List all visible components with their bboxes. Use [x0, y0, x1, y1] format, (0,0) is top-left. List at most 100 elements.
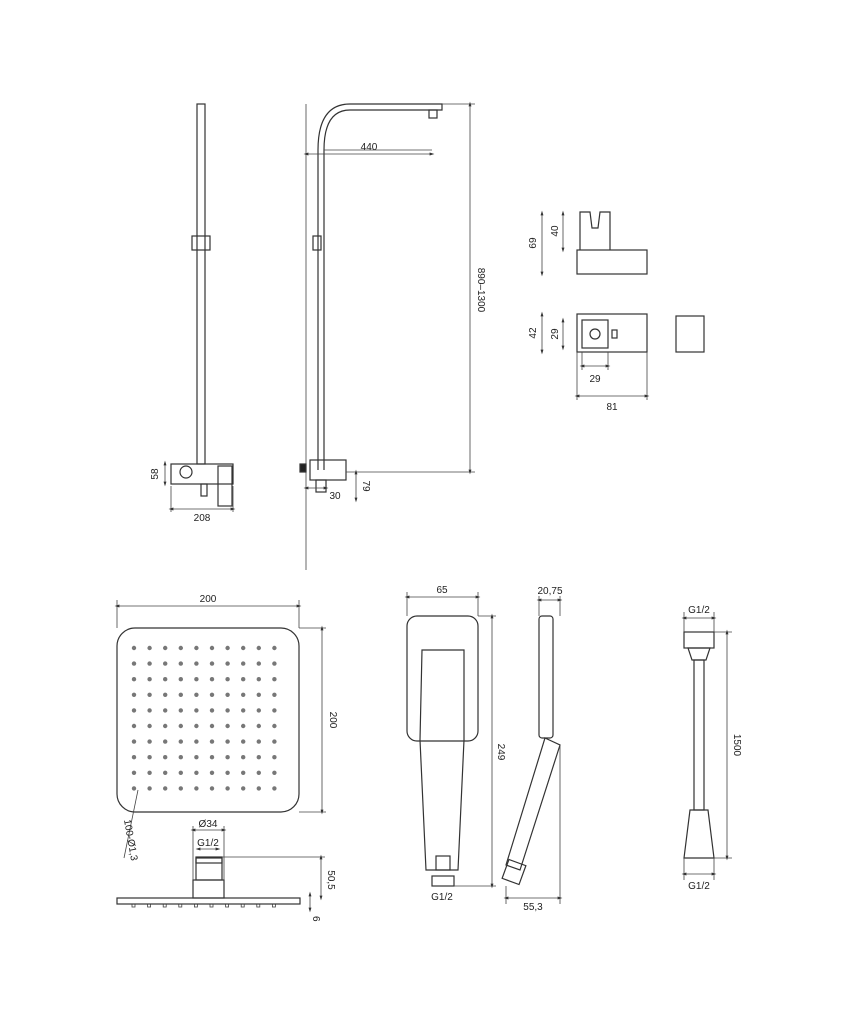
dim-hand-depth: 55,3: [523, 902, 543, 913]
nozzle-dot: [256, 786, 261, 791]
column-front-view: 58 208: [150, 103, 236, 524]
nozzle-dot: [225, 677, 230, 682]
hand-shower-side: 20,75 55,3: [501, 586, 563, 913]
dim-head-connector-height: 50,5: [325, 870, 336, 890]
nozzle-dot: [194, 755, 199, 760]
nozzle-dot: [147, 786, 152, 791]
label-nozzles: 100-Ø1,3: [121, 819, 139, 862]
nozzle-dot: [147, 677, 152, 682]
nozzle-dot: [272, 770, 277, 775]
nozzle-dot: [131, 708, 137, 713]
nozzle-dot: [209, 755, 215, 760]
dim-mixer-height: 58: [150, 468, 161, 480]
nozzle-dot: [272, 645, 277, 651]
dim-hand-thread: G1/2: [431, 892, 453, 903]
dim-holder-height: 69: [528, 237, 539, 249]
dim-bracket-inner: 29: [550, 328, 561, 340]
dim-head-thickness: 6: [310, 916, 321, 922]
nozzle-dot: [178, 786, 183, 791]
nozzle-dot: [163, 645, 168, 651]
nozzle-dot: [209, 739, 215, 744]
nozzle-dot: [163, 755, 168, 760]
nozzle-dot: [225, 739, 230, 744]
nozzle-dot: [256, 739, 261, 744]
nozzle-dot: [241, 708, 246, 713]
nozzle-dot: [163, 739, 168, 744]
head-shower: 200 200 100-Ø1,3 Ø34 G1/2 50,5 6: [114, 594, 338, 922]
nozzle-dot: [272, 739, 277, 744]
nozzle-dot: [272, 692, 277, 697]
nozzle-dot: [241, 786, 246, 791]
nozzle-dot: [178, 708, 183, 713]
nozzle-dot: [131, 755, 137, 760]
nozzle-dot: [272, 708, 277, 713]
nozzle-dot: [178, 645, 183, 651]
nozzle-dot: [194, 723, 199, 729]
nozzle-dot: [241, 677, 246, 682]
nozzle-dot: [194, 661, 199, 666]
dim-hand-head-depth: 20,75: [537, 586, 562, 597]
nozzle-dot: [178, 661, 183, 666]
nozzle-dot: [272, 723, 277, 729]
nozzle-dot: [131, 677, 137, 682]
nozzle-dot: [256, 723, 261, 729]
dim-head-thread: G1/2: [197, 838, 219, 849]
dim-bracket-width: 81: [606, 402, 618, 413]
nozzle-dot: [131, 770, 137, 775]
nozzle-dot: [147, 645, 152, 651]
nozzle-dot: [256, 755, 261, 760]
nozzle-dot: [225, 786, 230, 791]
nozzle-dot: [225, 770, 230, 775]
nozzle-dot: [209, 770, 215, 775]
nozzle-dot: [178, 677, 183, 682]
dim-bracket-inner-width: 29: [589, 374, 601, 385]
dim-head-width: 200: [200, 594, 217, 605]
nozzle-dot: [225, 645, 230, 651]
nozzle-dot: [131, 692, 137, 697]
nozzle-dot: [256, 677, 261, 682]
dim-height-range: 890–1300: [475, 268, 486, 313]
nozzle-dot: [241, 770, 246, 775]
nozzle-dot: [131, 661, 137, 666]
nozzle-dot: [147, 708, 152, 713]
column-side-view: 440 890–1300 30 79: [299, 101, 486, 570]
nozzle-dot: [147, 723, 152, 729]
shower-hose: G1/2 1500 G1/2: [681, 605, 742, 892]
nozzle-dot: [256, 661, 261, 666]
dim-hose-length: 1500: [731, 734, 742, 757]
nozzle-dot: [131, 645, 137, 651]
nozzle-dot: [272, 786, 277, 791]
nozzle-dot: [194, 677, 199, 682]
nozzle-dot: [178, 723, 183, 729]
dim-hand-length: 249: [495, 744, 506, 761]
nozzle-dot: [256, 692, 261, 697]
nozzle-dot: [225, 755, 230, 760]
nozzle-dot: [241, 692, 246, 697]
nozzle-dot: [163, 692, 168, 697]
nozzle-dot: [147, 692, 152, 697]
nozzle-dot: [209, 723, 215, 729]
nozzle-dot: [147, 739, 152, 744]
nozzle-dot: [256, 770, 261, 775]
nozzle-dot: [241, 755, 246, 760]
hand-shower-front: 65 249 G1/2: [404, 585, 506, 903]
dim-hand-width: 65: [436, 585, 448, 596]
nozzle-dot: [194, 692, 199, 697]
nozzle-dot: [163, 770, 168, 775]
nozzle-dot: [194, 770, 199, 775]
nozzle-dot: [131, 739, 137, 744]
nozzle-dot: [147, 755, 152, 760]
nozzle-dot: [209, 708, 215, 713]
nozzle-dot: [272, 677, 277, 682]
nozzle-dot: [131, 786, 137, 791]
nozzle-dot: [209, 786, 215, 791]
nozzle-dot: [194, 708, 199, 713]
nozzle-dot: [209, 645, 215, 651]
nozzle-dot: [209, 677, 215, 682]
nozzle-dot: [194, 739, 199, 744]
dim-mixer-offset: 79: [360, 480, 371, 492]
nozzle-dot: [209, 692, 215, 697]
nozzle-dot: [163, 677, 168, 682]
nozzle-dot: [241, 645, 246, 651]
